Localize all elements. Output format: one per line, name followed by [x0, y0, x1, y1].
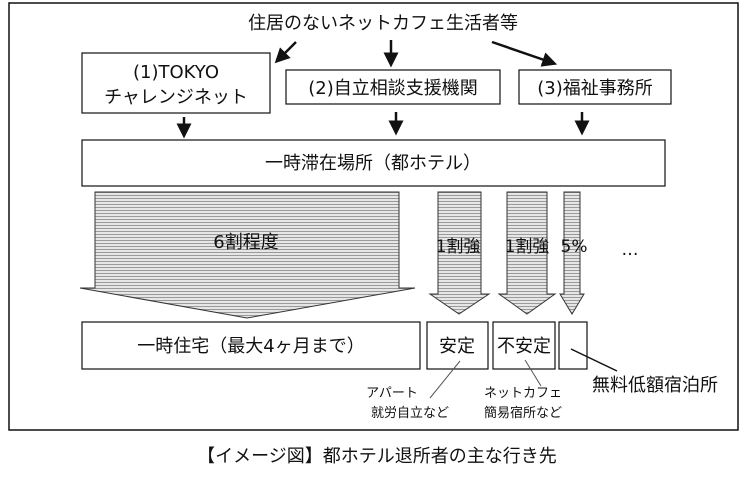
entry-jiritsu-label: (2)自立相談支援機関	[308, 78, 478, 99]
flow-label-unstable: 1割強	[505, 237, 550, 257]
flow-label-others: …	[622, 240, 639, 260]
leader-stable	[429, 360, 461, 399]
dest-temporary-housing-label: 一時住宅（最大4ヶ月まで）	[137, 336, 364, 357]
unstable-note-line2: 簡易宿所など	[484, 405, 562, 421]
dest-temporary-housing: 一時住宅（最大4ヶ月まで）	[81, 321, 421, 370]
dest-unstable: 不安定	[492, 321, 556, 370]
dest-unstable-label: 不安定	[497, 336, 551, 357]
entry-fukushi-label: (3)福祉事務所	[537, 78, 653, 99]
stable-note-line1: アパート	[366, 386, 418, 401]
dest-low-cost-box	[558, 321, 588, 370]
flow-label-60: 6割程度	[213, 232, 278, 253]
flow-arrow-low-cost	[559, 191, 585, 315]
outer-frame	[8, 2, 739, 431]
leader-unstable	[524, 359, 542, 387]
flow-arrow-temporary-housing	[79, 191, 416, 319]
entry-box-jiritsu: (2)自立相談支援機関	[285, 69, 501, 105]
flow-label-stable: 1割強	[436, 237, 481, 257]
flow-label-5pct: 5%	[561, 237, 588, 257]
dest-stable: 安定	[426, 321, 489, 370]
top-label: 住居のないネットカフェ生活者等	[248, 13, 518, 34]
arrow-to-tokyo	[274, 41, 297, 64]
unstable-note-line1: ネットカフェ	[484, 386, 562, 401]
arrow-to-fukushi	[491, 40, 558, 67]
dest-stable-label: 安定	[439, 336, 475, 357]
hotel-label: 一時滞在場所（都ホテル）	[265, 153, 481, 174]
stable-note-line2: 就労自立など	[371, 406, 449, 421]
entry-box-tokyo: (1)TOKYO チャレンジネット	[81, 52, 271, 114]
leader-low-cost	[570, 348, 618, 372]
hotel-box: 一時滞在場所（都ホテル）	[81, 139, 666, 187]
flow-arrow-stable	[428, 191, 491, 315]
entry-box-fukushi: (3)福祉事務所	[518, 69, 672, 105]
entry-tokyo-line1: (1)TOKYO	[133, 62, 219, 83]
entry-tokyo-line2: チャレンジネット	[104, 87, 248, 108]
low-cost-lodging-label: 無料低額宿泊所	[592, 375, 718, 396]
flow-arrow-unstable	[497, 191, 557, 315]
caption: 【イメージ図】都ホテル退所者の主な行き先	[197, 446, 557, 467]
